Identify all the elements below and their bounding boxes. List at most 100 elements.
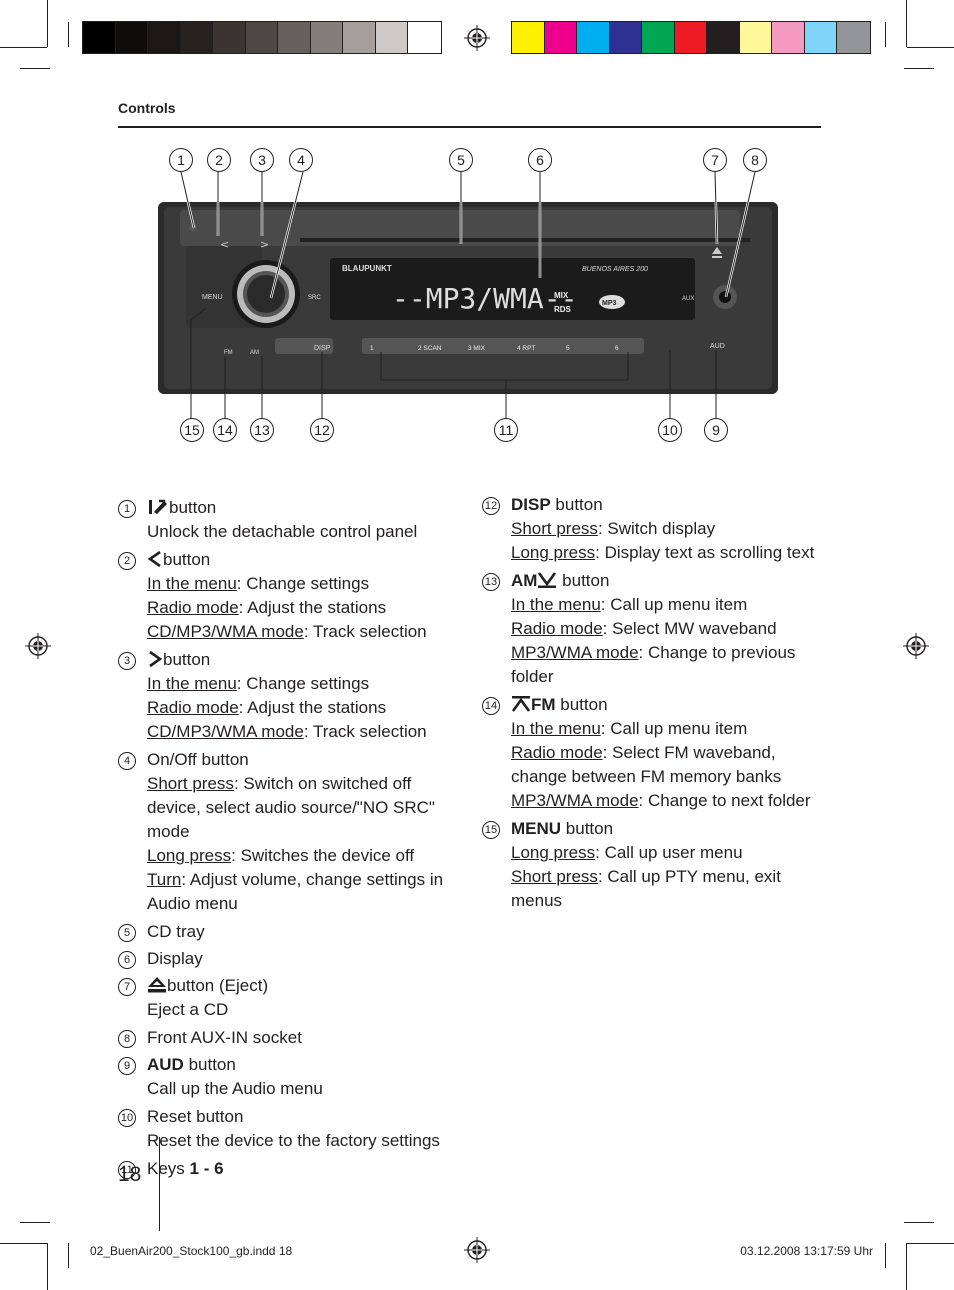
item-description: Radio mode: Adjust the stations <box>147 696 458 720</box>
am-label: AM <box>250 350 259 356</box>
mode-description: : Switches the device off <box>231 846 415 865</box>
fm-up-icon <box>511 695 531 714</box>
mode-description: : Display text as scrolling text <box>595 543 815 562</box>
registration-mark-icon <box>464 25 490 51</box>
crop-mark <box>20 1222 50 1223</box>
item-heading: button <box>147 648 458 672</box>
color-swatch <box>804 22 837 53</box>
color-swatch <box>577 22 610 53</box>
crop-mark <box>0 47 47 48</box>
mode-description: : Adjust volume, change settings in Audi… <box>147 870 444 913</box>
mix-indicator: MIX <box>554 291 569 300</box>
item-number: 13 <box>482 573 500 591</box>
key-label: 6 <box>615 345 619 352</box>
item-description: In the menu: Change settings <box>147 672 458 696</box>
color-swatch <box>408 22 441 53</box>
mode-description: : Change to previous folder <box>511 643 796 686</box>
item-heading: DISP button <box>511 493 820 517</box>
display-text: --MP3/WMA-- <box>392 282 577 315</box>
item-heading: Front AUX-IN socket <box>147 1026 458 1050</box>
mode-description: : Call up PTY menu, exit menus <box>511 867 781 910</box>
mode-description: : Select FM waveband, change between FM … <box>511 743 782 786</box>
color-swatch <box>278 22 311 53</box>
mode-label: Short press <box>511 519 598 538</box>
callout-8: 8 <box>743 148 767 172</box>
mode-label: Short press <box>147 774 234 793</box>
key-label: 5 <box>566 345 570 352</box>
item-title: On/Off button <box>147 750 249 769</box>
color-swatch <box>83 22 116 53</box>
item-heading: Keys 1 - 6 <box>147 1157 458 1181</box>
mode-description: : Switch on switched off device, select … <box>147 774 435 841</box>
item-title: button <box>183 1055 236 1074</box>
item-number: 3 <box>118 652 136 670</box>
mode-label: Turn <box>147 870 182 889</box>
item-number: 14 <box>482 697 500 715</box>
crop-mark <box>906 1243 907 1290</box>
color-swatch <box>343 22 376 53</box>
mode-label: In the menu <box>511 595 601 614</box>
item-title: button (Eject) <box>167 976 269 995</box>
item-description: Long press: Switches the device off <box>147 844 458 868</box>
item-title: button <box>550 495 603 514</box>
mode-label: MP3/WMA mode <box>511 791 639 810</box>
mode-label: Radio mode <box>511 619 603 638</box>
item-description: In the menu: Call up menu item <box>511 717 820 741</box>
item-description: MP3/WMA mode: Change to previous folder <box>511 641 820 689</box>
item-heading: On/Off button <box>147 748 458 772</box>
mode-label: Radio mode <box>147 698 239 717</box>
color-swatch <box>310 22 343 53</box>
callout-14: 14 <box>213 418 237 442</box>
mode-label: In the menu <box>147 674 237 693</box>
aux-label: AUX <box>682 296 694 302</box>
item-number: 6 <box>118 951 136 969</box>
mode-label: CD/MP3/WMA mode <box>147 722 304 741</box>
color-swatch <box>512 22 545 53</box>
fm-label: FM <box>224 350 233 356</box>
item-number: 1 <box>118 500 136 518</box>
mode-description: : Adjust the stations <box>238 698 387 717</box>
item-number: 7 <box>118 978 136 996</box>
callout-2: 2 <box>207 148 231 172</box>
item-number: 15 <box>482 821 500 839</box>
item-description: Radio mode: Select MW waveband <box>511 617 820 641</box>
item-title: button <box>557 571 610 590</box>
mode-description: : Call up user menu <box>595 843 743 862</box>
crop-mark <box>904 68 934 69</box>
key-label: 3 MIX <box>468 345 486 352</box>
gray-swatch-bar <box>82 21 442 54</box>
mode-label: Radio mode <box>511 743 603 762</box>
crop-mark <box>904 1222 934 1223</box>
button-name: DISP <box>511 495 551 514</box>
color-swatch <box>642 22 675 53</box>
item-title: button <box>561 819 614 838</box>
key-label: 1 <box>370 345 374 352</box>
callout-10: 10 <box>658 418 682 442</box>
color-swatch <box>213 22 246 53</box>
mode-label: In the menu <box>511 719 601 738</box>
callout-5: 5 <box>449 148 473 172</box>
item-title: button <box>163 550 211 569</box>
mode-label: Long press <box>511 543 596 562</box>
process-swatch-bar <box>511 21 871 54</box>
item-description: Short press: Call up PTY menu, exit menu… <box>511 865 820 913</box>
item-number: 12 <box>482 497 500 515</box>
key-label: 4 RPT <box>517 345 535 352</box>
src-label: SRC <box>308 295 321 301</box>
color-swatch <box>375 22 408 53</box>
brand-logo: BLAUPUNKT <box>342 264 392 273</box>
svg-text:>: > <box>260 238 269 251</box>
registration-mark-icon <box>25 633 51 659</box>
crop-mark <box>907 1243 954 1244</box>
mode-label: CD/MP3/WMA mode <box>147 622 304 641</box>
mode-description: : Track selection <box>303 722 427 741</box>
mp3-badge: MP3 <box>602 300 617 307</box>
mode-description: : Change settings <box>236 574 370 593</box>
header-rule <box>118 126 821 128</box>
